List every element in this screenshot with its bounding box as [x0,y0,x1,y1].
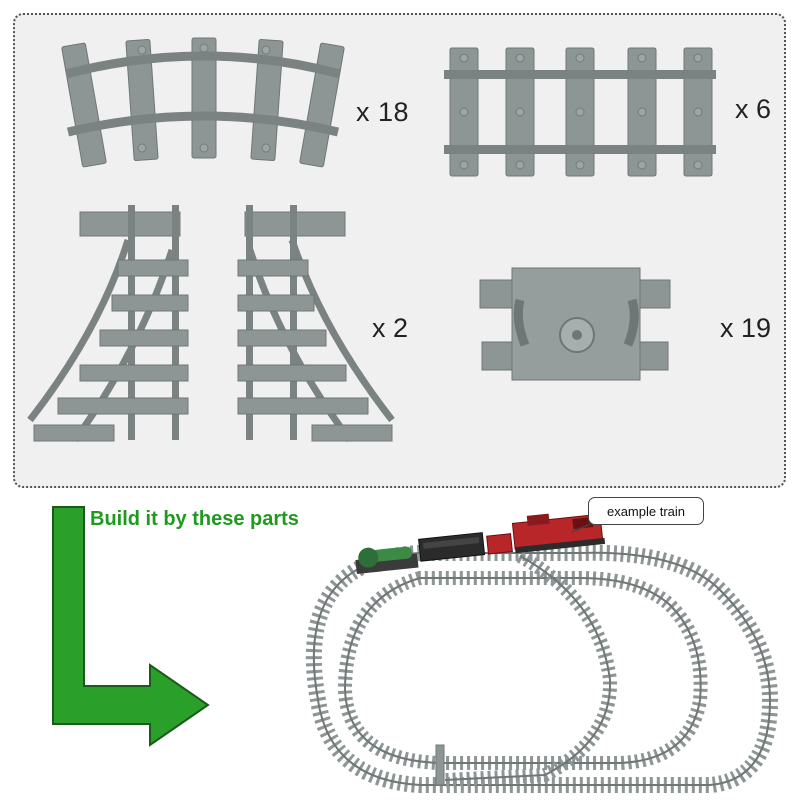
flexible-track-quantity: x 19 [720,313,771,343]
example-train-callout: example train [588,497,704,525]
track-stud [693,160,703,170]
switch-track-icon [237,205,395,443]
switch-track-icon [27,205,189,443]
track-stud [575,107,585,117]
switch-track-quantity: x 2 [372,313,408,343]
track-stud [637,107,647,117]
track-stud [199,143,209,153]
track-stud [199,43,209,53]
track-stud [459,107,469,117]
track-stud [637,160,647,170]
track-stud [515,53,525,63]
track-stud [261,45,271,55]
curved-track-quantity: x 18 [356,97,409,127]
build-caption: Build it by these parts [90,508,299,530]
straight-track-quantity: x 6 [735,94,771,124]
track-stud [575,53,585,63]
flexible-track-icon [479,267,671,381]
track-stud [137,143,147,153]
track-stud [261,143,271,153]
bent-arrow-icon [52,506,210,747]
curved-track-icon [61,37,345,168]
track-stud [637,53,647,63]
track-stud [459,160,469,170]
track-stud [693,107,703,117]
track-stud [459,53,469,63]
track-stud [515,107,525,117]
track-stud [693,53,703,63]
track-stud [575,160,585,170]
track-stud [137,45,147,55]
train-layout-icon [305,513,779,793]
track-stud [515,160,525,170]
